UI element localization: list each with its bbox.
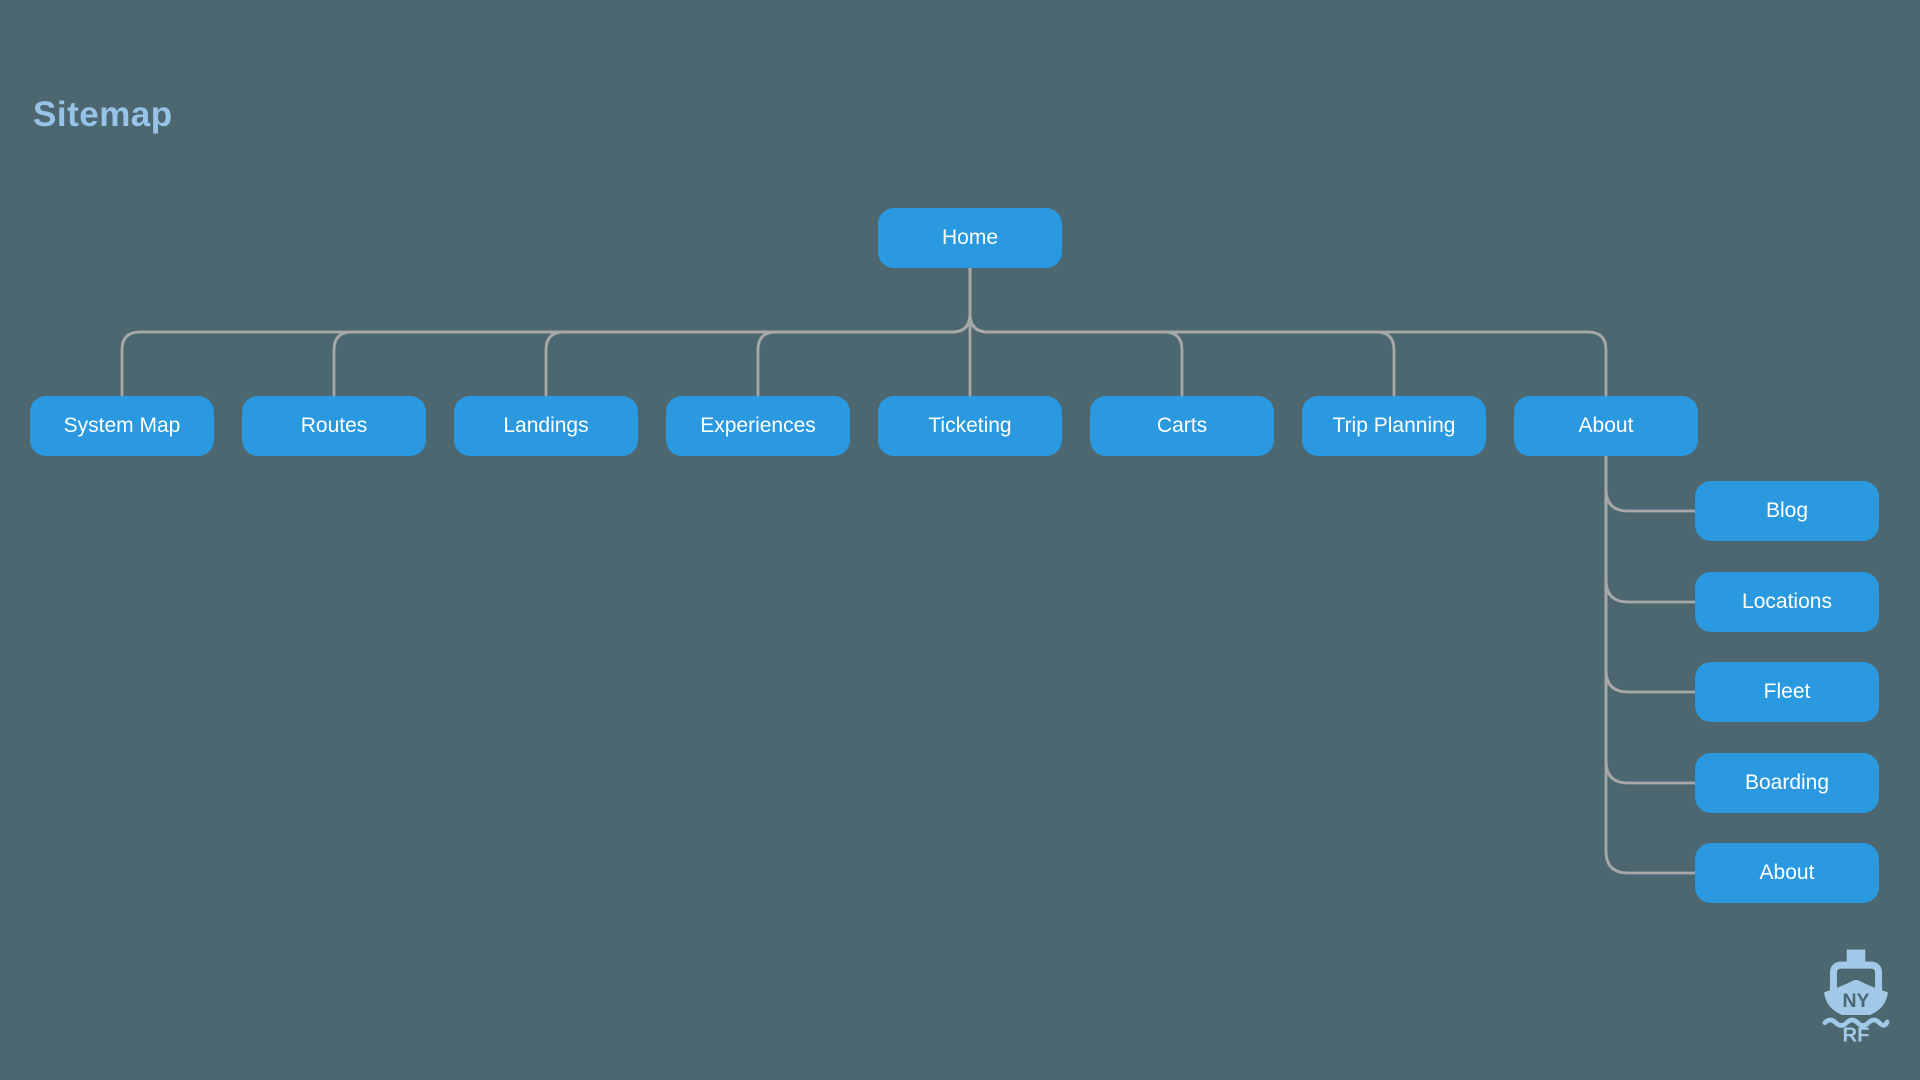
logo-wave — [1822, 1017, 1890, 1028]
node-label: Blog — [1765, 499, 1809, 522]
connector-path — [544, 268, 972, 396]
node-label: Home — [941, 226, 999, 249]
node-label: System Map — [63, 414, 181, 437]
node-trip-planning[interactable]: Trip Planning — [1302, 396, 1486, 456]
node-about-blog[interactable]: Blog — [1695, 481, 1879, 541]
node-carts[interactable]: Carts — [1090, 396, 1274, 456]
node-label: Experiences — [700, 414, 816, 437]
logo-text-ny: NY — [1842, 990, 1869, 1012]
node-label: Locations — [1742, 590, 1832, 613]
logo-text-rf: RF — [1843, 1024, 1870, 1043]
node-experiences[interactable]: Experiences — [666, 396, 850, 456]
connector-path — [1604, 456, 1695, 785]
connector-path — [756, 268, 972, 396]
node-label: About — [1759, 861, 1815, 884]
node-label: About — [1578, 414, 1634, 437]
node-label: Ticketing — [928, 414, 1012, 437]
node-label: Fleet — [1763, 680, 1811, 703]
node-home[interactable]: Home — [878, 208, 1062, 268]
node-about-locations[interactable]: Locations — [1695, 572, 1879, 632]
connector-path — [1604, 456, 1695, 604]
node-ticketing[interactable]: Ticketing — [878, 396, 1062, 456]
node-about[interactable]: About — [1514, 396, 1698, 456]
connector-path — [120, 268, 972, 396]
logo-chimney — [1846, 949, 1866, 966]
connector-path — [1604, 456, 1695, 694]
node-routes[interactable]: Routes — [242, 396, 426, 456]
connector-path — [1604, 456, 1695, 875]
ferry-boat-icon: NY RF — [1822, 949, 1890, 1046]
node-system-map[interactable]: System Map — [30, 396, 214, 456]
connector-path — [968, 268, 1184, 396]
connector-path — [968, 268, 1396, 396]
node-label: Landings — [503, 414, 589, 437]
node-landings[interactable]: Landings — [454, 396, 638, 456]
node-about-boarding[interactable]: Boarding — [1695, 753, 1879, 813]
node-about-fleet[interactable]: Fleet — [1695, 662, 1879, 722]
logo-hull — [1824, 979, 1888, 1015]
node-label: Carts — [1156, 414, 1208, 437]
node-label: Routes — [300, 414, 368, 437]
connector-path — [332, 268, 972, 396]
node-label: Trip Planning — [1332, 414, 1456, 437]
page-title: Sitemap — [33, 95, 173, 134]
brand-logo: NY RF — [1821, 948, 1891, 1046]
logo-cabin — [1829, 961, 1883, 995]
connector-path — [968, 268, 1608, 396]
connector-path — [1604, 456, 1695, 513]
node-about-about[interactable]: About — [1695, 843, 1879, 903]
node-label: Boarding — [1744, 771, 1830, 794]
